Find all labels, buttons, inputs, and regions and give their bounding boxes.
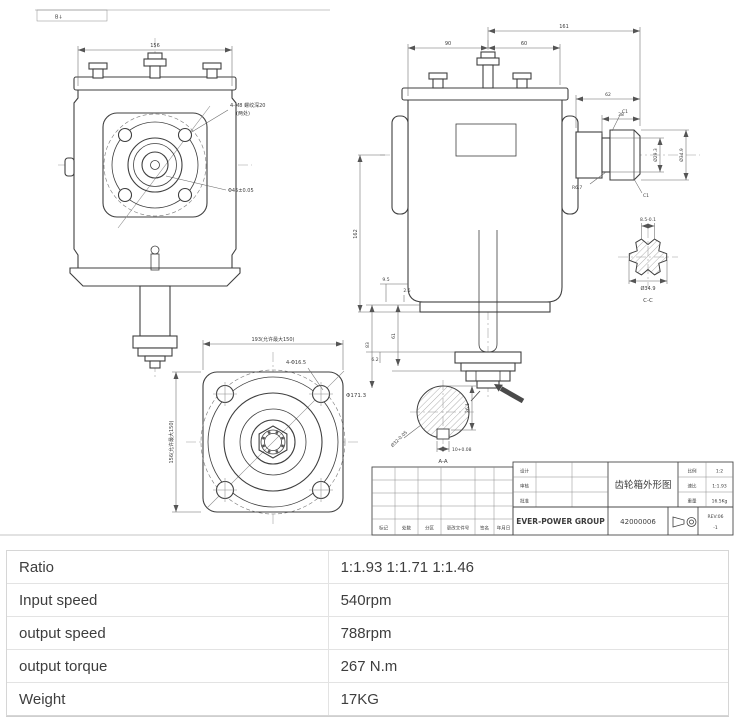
dim-bolt-circle: Φ171.3 bbox=[346, 393, 367, 399]
row-label: Ratio bbox=[7, 551, 329, 583]
dim-62: 62 bbox=[605, 92, 611, 98]
row-value: 267 N.m bbox=[340, 657, 398, 675]
section-cc-label: C-C bbox=[643, 298, 653, 304]
tb-zone: 分区 bbox=[425, 525, 434, 532]
bottom-flange-view: 193(允许最大150) 156(允许最大150) 4-Φ16.5 Φ171.3 bbox=[168, 336, 367, 525]
dim-60: 60 bbox=[521, 41, 527, 47]
tb-rev-1: REV:06 bbox=[708, 514, 724, 520]
dim-key-dia: Ø32-0.05 bbox=[389, 429, 409, 449]
row-value: 1:1.93 1:1.71 1:1.46 bbox=[340, 558, 475, 576]
tb-design: 设计 bbox=[520, 468, 529, 475]
tb-drawing-title: 齿轮箱外形图 bbox=[614, 479, 671, 491]
table-row: Weight 17KG bbox=[7, 683, 728, 715]
tb-scale-value: 1:2 bbox=[716, 469, 723, 475]
row-value: 17KG bbox=[340, 690, 379, 708]
row-label: Input speed bbox=[7, 584, 329, 616]
table-row: output torque 267 N.m bbox=[7, 650, 728, 683]
dim-95: 9.5 bbox=[382, 277, 389, 283]
pointer-arrow bbox=[494, 384, 525, 404]
dim-162: 162 bbox=[353, 229, 359, 239]
table-row: output speed 788rpm bbox=[7, 617, 728, 650]
dim-flange-height: 156(允许最大150) bbox=[168, 420, 175, 463]
tb-sign: 签名 bbox=[480, 525, 489, 532]
projection-symbol-icon bbox=[672, 516, 697, 528]
dim-flange-width: 193(允许最大150) bbox=[252, 336, 295, 343]
dim-83: 83 bbox=[365, 342, 371, 348]
tb-scale-label: 比例 bbox=[688, 468, 697, 475]
tb-qty: 处数 bbox=[402, 525, 411, 532]
table-row: Input speed 540rpm bbox=[7, 584, 728, 617]
row-value: 540rpm bbox=[340, 591, 392, 609]
tb-check: 审核 bbox=[520, 483, 529, 490]
dim-key-width: 10+0.08 bbox=[452, 447, 472, 453]
dim-spline-width: 8.5-0.1 bbox=[640, 217, 656, 223]
section-aa: Ø32-0.05 10+0.08 26.1 A-A bbox=[389, 380, 476, 465]
dim-dia349: Ø34.9 bbox=[678, 148, 685, 162]
row-value: 788rpm bbox=[340, 624, 392, 642]
tb-weight-label: 重量 bbox=[688, 498, 697, 505]
dim-spline-od: Ø34.9 bbox=[640, 285, 655, 292]
tb-weight-value: 16.5Kg bbox=[712, 499, 728, 505]
row-label: output speed bbox=[7, 617, 329, 649]
tb-approve: 批准 bbox=[520, 498, 529, 505]
zone-marker: B↓ bbox=[55, 15, 63, 21]
dim-161: 161 bbox=[559, 24, 569, 30]
section-aa-label: A-A bbox=[438, 459, 448, 465]
dim-25: 2.5 bbox=[403, 288, 410, 294]
dim-key-depth: 26.1 bbox=[465, 403, 471, 413]
tb-company: EVER-POWER GROUP bbox=[516, 517, 605, 526]
dim-groove: R6.7 bbox=[572, 185, 582, 191]
gearbox-drawing: B↓ bbox=[0, 9, 734, 536]
row-label: output torque bbox=[7, 650, 329, 682]
dim-38: 38 bbox=[618, 112, 624, 118]
dim-90: 90 bbox=[445, 41, 451, 47]
label-thread-1: 4-M8 螺纹深20 bbox=[230, 102, 265, 109]
dim-61: 61 bbox=[391, 333, 397, 339]
side-view: 90 60 161 62 38 C1 C1 R6.7 Ø29.3 Ø34.9 1… bbox=[353, 24, 700, 402]
front-view: 156 4-M8 螺纹深20 (两处) Φ45±0.05 bbox=[58, 38, 265, 378]
title-block: 标记 处数 分区 更改文件号 签名 年月日 设计 审核 批准 EVER-POWE… bbox=[371, 461, 734, 536]
tb-ratio-label: 速比 bbox=[688, 483, 697, 490]
tb-date: 年月日 bbox=[497, 525, 511, 532]
tb-ratio-value: 1:1.93 bbox=[712, 484, 727, 490]
spec-table: Ratio 1:1.93 1:1.71 1:1.46 Input speed 5… bbox=[6, 550, 729, 716]
table-row: Ratio 1:1.93 1:1.71 1:1.46 bbox=[7, 551, 728, 584]
next-row-divider bbox=[6, 716, 729, 717]
dim-chamfer-bottom: C1 bbox=[643, 193, 649, 199]
tb-part-number: 42000006 bbox=[620, 518, 656, 526]
dim-dia293: Ø29.3 bbox=[652, 148, 659, 162]
tb-rev-2: -1 bbox=[713, 525, 718, 531]
label-thread-2: (两处) bbox=[236, 110, 250, 117]
dim-62b: 6.2 bbox=[371, 357, 378, 363]
row-label: Weight bbox=[7, 683, 329, 715]
dim-front-width: 156 bbox=[150, 43, 160, 49]
dim-flange-holes: 4-Φ16.5 bbox=[286, 360, 306, 366]
tb-mark: 标记 bbox=[379, 525, 388, 532]
section-cc: 8.5-0.1 Ø34.9 C-C bbox=[618, 217, 678, 304]
dim-chamfer-top: C1 bbox=[622, 109, 628, 115]
tb-file: 更改文件号 bbox=[447, 525, 470, 532]
label-front-bore: Φ45±0.05 bbox=[228, 188, 254, 194]
